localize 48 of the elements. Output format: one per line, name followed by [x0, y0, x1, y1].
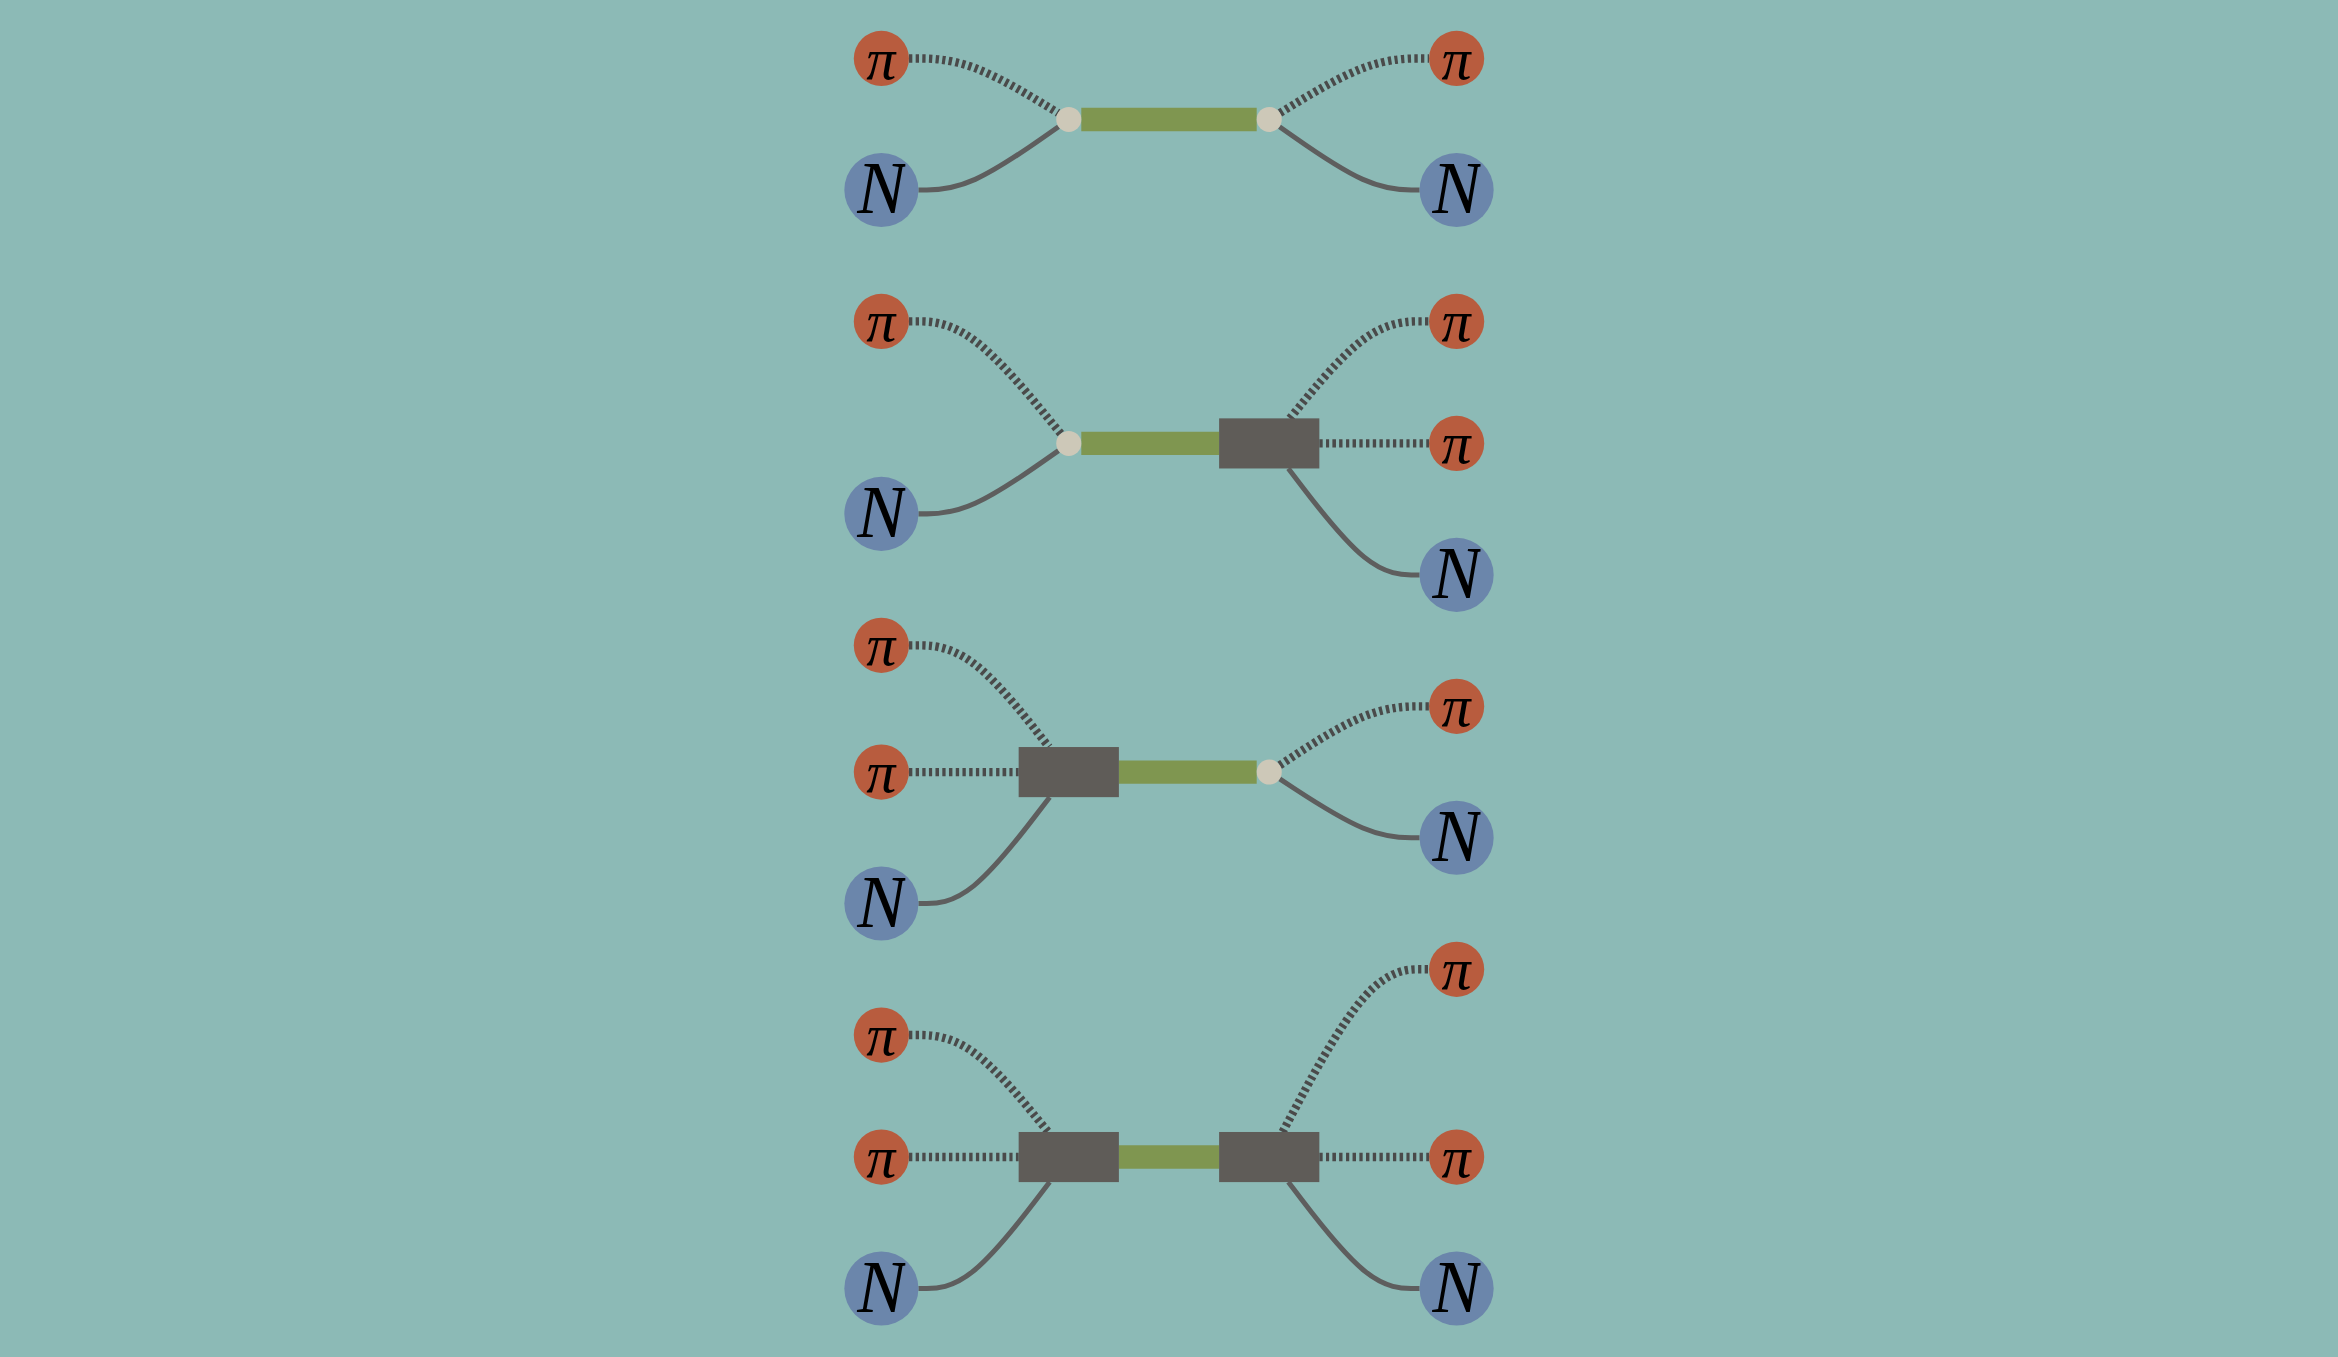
node-circle: π	[1429, 415, 1485, 471]
connector	[918, 1180, 1052, 1291]
connector	[1277, 54, 1429, 117]
connector	[909, 1152, 1019, 1162]
connector	[1286, 466, 1420, 578]
node-circle: π	[853, 30, 909, 87]
connector	[918, 124, 1060, 193]
node-circle	[1256, 759, 1282, 785]
node-box	[1018, 1132, 1119, 1183]
node-circle: N	[844, 866, 919, 941]
connector	[909, 317, 1065, 437]
connector	[1278, 776, 1420, 841]
node-circle	[1056, 430, 1082, 456]
connector	[1319, 1152, 1429, 1162]
node-circle: N	[1419, 537, 1494, 612]
connector	[909, 54, 1061, 117]
node-circle: N	[844, 476, 919, 551]
connector	[1286, 317, 1429, 421]
node-circle	[1056, 106, 1082, 132]
node-circle: N	[1419, 152, 1494, 227]
node-circle: π	[853, 617, 909, 673]
connector	[1277, 702, 1429, 769]
connector	[1286, 1180, 1420, 1291]
connector	[1278, 965, 1429, 1134]
connector	[909, 767, 1019, 777]
node-circle: π	[1429, 941, 1485, 997]
node-circle	[1256, 106, 1282, 132]
node-circle: π	[853, 1129, 909, 1185]
node-circle: N	[844, 152, 919, 227]
node-box	[1219, 1132, 1320, 1183]
node-circle: π	[1429, 678, 1485, 734]
node-box	[1018, 747, 1119, 798]
connector	[1319, 439, 1429, 448]
node-circle: N	[1419, 1251, 1494, 1326]
node-circle: π	[853, 1007, 909, 1063]
node-circle: π	[1429, 30, 1485, 87]
connector	[918, 795, 1052, 907]
node-circle: π	[853, 744, 909, 800]
node-circle: N	[1419, 800, 1494, 875]
node-circle: N	[844, 1251, 919, 1326]
node-circle: π	[1429, 293, 1485, 349]
connector	[918, 448, 1060, 517]
node-circle: π	[853, 293, 909, 349]
connector	[909, 641, 1053, 750]
connector	[1081, 107, 1257, 132]
connector	[1278, 124, 1420, 193]
node-circle: π	[1429, 1129, 1485, 1185]
node-box	[1219, 418, 1320, 469]
